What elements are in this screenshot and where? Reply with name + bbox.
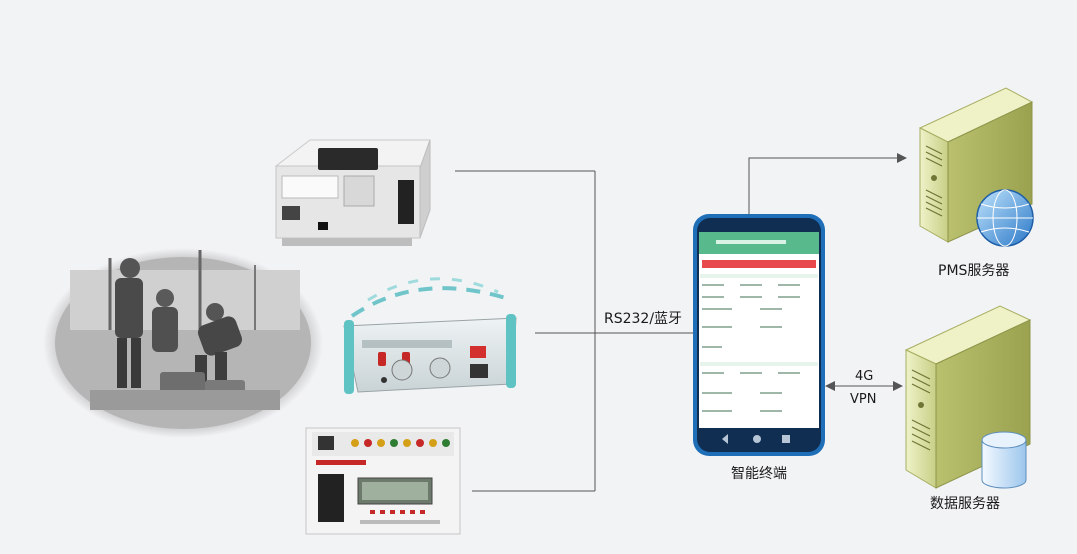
link-label: RS232/蓝牙 [604,311,683,327]
instrument-tester [343,277,517,394]
smartphone-icon [693,214,825,456]
instrument-printer [274,139,431,246]
data-server-label: 数据服务器 [930,496,1000,512]
pms-server-label: PMS服务器 [938,263,1010,279]
server-globe-icon [918,87,1034,247]
terminal-label: 智能终端 [731,466,787,482]
connection-lines [455,153,907,492]
field-workers-photo [43,248,323,438]
network-vpn-label: VPN [850,392,877,407]
network-4g-label: 4G [855,369,874,384]
server-database-icon [904,305,1032,489]
arrow-to-pms [748,153,907,214]
instrument-relay-tester [305,427,461,535]
